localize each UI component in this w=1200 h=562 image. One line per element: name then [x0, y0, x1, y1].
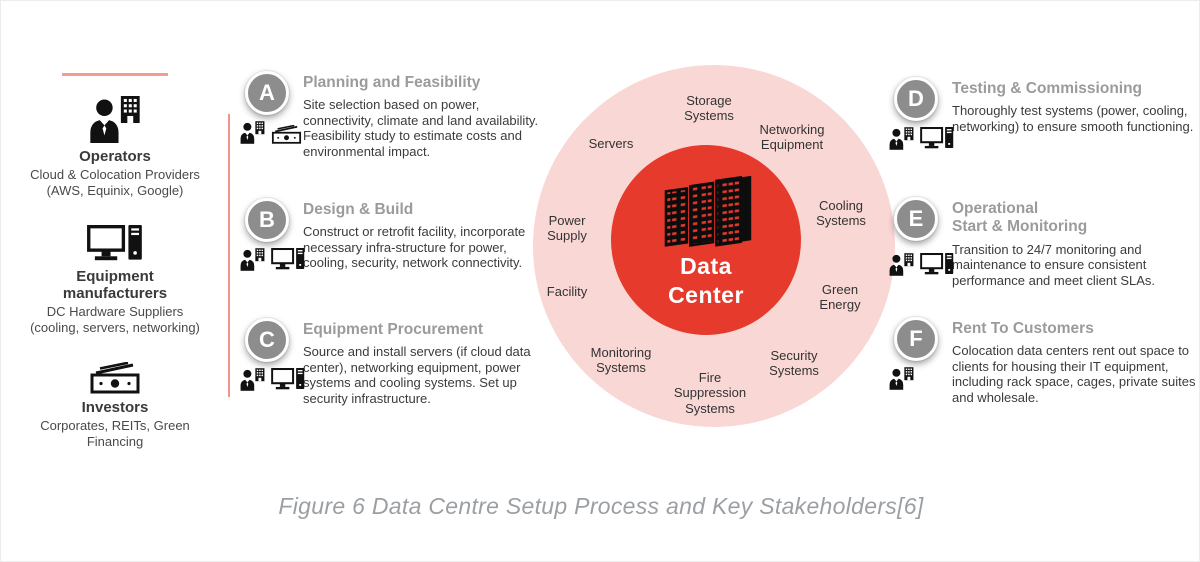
step-letter-badge: F	[894, 317, 938, 361]
step-stakeholder-icons	[240, 248, 305, 271]
step-letter: E	[908, 206, 924, 231]
step-stakeholder-icons	[240, 368, 305, 391]
accent-divider-line	[62, 73, 168, 76]
data-center-hub: Data Center	[611, 145, 801, 335]
step-letter-badge: E	[894, 197, 938, 241]
hub-label: Data Center	[668, 253, 744, 308]
ring-label-fire-suppression: Fire Suppression Systems	[673, 370, 747, 416]
step-description: Thoroughly test systems (power, cooling,…	[952, 103, 1194, 134]
step-description: Colocation data centers rent out space t…	[952, 343, 1196, 406]
investor-icon	[89, 362, 141, 394]
operator-icon	[889, 253, 914, 276]
stakeholder-title: Operators	[79, 148, 151, 165]
operator-icon	[240, 368, 265, 391]
stakeholder-title: Investors	[81, 399, 149, 417]
investor-icon	[271, 125, 302, 144]
step-letter: D	[908, 86, 924, 111]
operator-icon	[240, 248, 265, 271]
step-stakeholder-icons	[240, 121, 302, 144]
stakeholder-equipment-manufacturers: Equipment manufacturers DC Hardware Supp…	[13, 225, 217, 336]
stakeholder-investors: Investors Corporates, REITs, Green Finan…	[13, 362, 217, 450]
data-center-components-ring: Storage Systems Networking Equipment Ser…	[533, 65, 895, 427]
ring-label-green-energy: Green Energy	[819, 282, 861, 313]
step-title: Design & Build	[303, 201, 414, 218]
ring-label-storage: Storage Systems	[684, 93, 734, 124]
equipment-icon	[920, 253, 954, 276]
operator-icon	[889, 127, 914, 150]
step-letter-badge: C	[245, 318, 289, 362]
stakeholder-subtitle: Cloud & Colocation Providers (AWS, Equin…	[30, 167, 200, 199]
step-title: Equipment Procurement	[303, 321, 483, 338]
step-description: Site selection based on power, connectiv…	[303, 97, 539, 160]
step-stakeholder-icons	[889, 127, 954, 150]
step-planning-feasibility: A Planning and Feasibility Site selectio…	[245, 71, 550, 160]
stakeholder-subtitle: DC Hardware Suppliers (cooling, servers,…	[30, 304, 200, 336]
vertical-divider-line	[228, 114, 230, 397]
step-equipment-procurement: C Equipment Procurement Source and insta…	[245, 318, 550, 407]
step-title: Operational Start & Monitoring	[952, 200, 1088, 236]
ring-label-monitoring: Monitoring Systems	[590, 345, 652, 376]
ring-label-facility: Facility	[546, 284, 588, 299]
stakeholder-subtitle: Corporates, REITs, Green Financing	[40, 418, 190, 450]
step-letter: F	[909, 326, 923, 351]
step-stakeholder-icons	[889, 253, 954, 276]
figure-caption: Figure 6 Data Centre Setup Process and K…	[278, 493, 924, 519]
step-design-build: B Design & Build Construct or retrofit f…	[245, 198, 550, 271]
step-letter: B	[259, 207, 275, 232]
step-description: Transition to 24/7 monitoring and mainte…	[952, 241, 1156, 288]
operator-icon	[240, 121, 265, 144]
ring-label-security: Security Systems	[769, 348, 819, 379]
ring-label-cooling: Cooling Systems	[816, 198, 866, 229]
step-letter-badge: A	[245, 71, 289, 115]
operator-icon	[89, 96, 141, 143]
equipment-icon	[87, 225, 143, 263]
step-letter: C	[259, 327, 275, 352]
equipment-icon	[920, 127, 954, 150]
stakeholder-title: Equipment manufacturers	[62, 267, 168, 303]
ring-label-networking: Networking Equipment	[759, 122, 825, 153]
step-title: Rent To Customers	[952, 320, 1094, 337]
step-letter: A	[259, 80, 275, 105]
step-stakeholder-icons	[889, 367, 914, 390]
step-title: Planning and Feasibility	[303, 74, 481, 91]
step-operational-start-monitoring: E Operational Start & Monitoring Transit…	[894, 197, 1199, 288]
server-rack-icon	[652, 170, 760, 250]
stakeholder-panel: Operators Cloud & Colocation Providers (…	[13, 59, 217, 476]
equipment-icon	[271, 368, 305, 391]
step-description: Construct or retrofit facility, incorpor…	[303, 224, 526, 271]
ring-label-power: Power Supply	[547, 213, 587, 244]
ring-label-servers: Servers	[588, 136, 634, 151]
step-description: Source and install servers (if cloud dat…	[303, 344, 531, 407]
equipment-icon	[271, 248, 305, 271]
step-letter-badge: B	[245, 198, 289, 242]
step-letter-badge: D	[894, 77, 938, 121]
operator-icon	[889, 367, 914, 390]
stakeholder-operators: Operators Cloud & Colocation Providers (…	[13, 96, 217, 199]
step-rent-to-customers: F Rent To Customers Colocation data cent…	[894, 317, 1199, 406]
step-testing-commissioning: D Testing & Commissioning Thoroughly tes…	[894, 77, 1199, 134]
step-title: Testing & Commissioning	[952, 80, 1143, 97]
